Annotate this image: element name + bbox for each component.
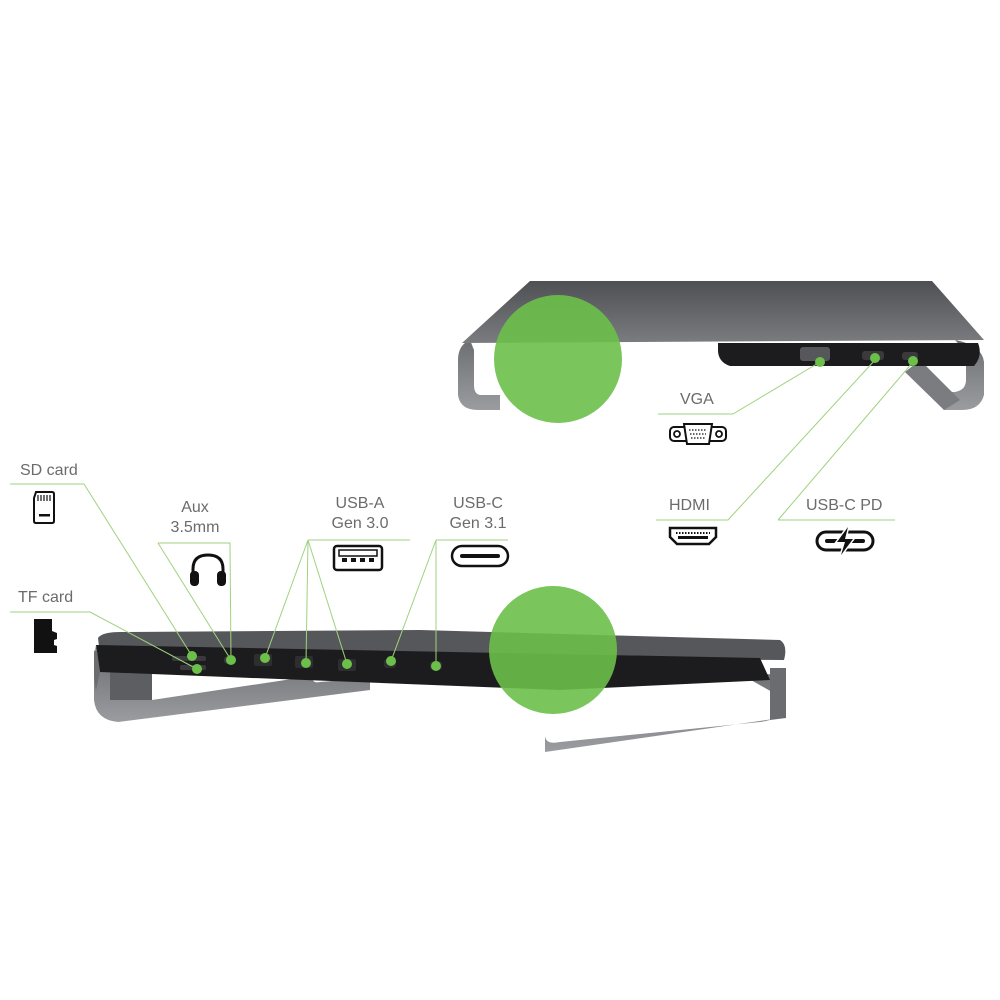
label-hdmi: HDMI [669,497,710,514]
label-usb-c-line2: Gen 3.1 [449,515,507,532]
label-usb-a-line1: USB-A [335,495,385,512]
sd-card-icon [32,490,56,524]
usb-c-power-delivery-icon [815,526,875,556]
label-usb-c-line1: USB-C [453,495,503,512]
headphones-icon [189,551,227,587]
vga-port-icon [668,421,728,447]
port-markers [187,353,918,674]
hdmi-port-icon [668,525,718,547]
usb-c-port-icon [450,544,510,568]
label-usb-c: USB-C Gen 3.1 [440,494,516,534]
label-aux-line2: 3.5mm [170,519,220,536]
label-tf-card: TF card [18,589,74,606]
highlight-circle-front [489,586,617,714]
highlight-circle-rear [494,295,622,423]
label-usb-a: USB-A Gen 3.0 [320,494,400,534]
microsd-card-icon [32,617,60,655]
front-stand [94,630,786,752]
label-vga: VGA [680,391,714,408]
leader-lines [10,359,914,670]
usb-a-port-icon [332,544,384,572]
label-sd-card: SD card [20,462,78,479]
label-usb-c-pd: USB-C PD [806,497,883,514]
label-usb-a-line2: Gen 3.0 [331,515,389,532]
label-aux-line1: Aux [181,499,209,516]
label-aux: Aux 3.5mm [170,498,220,538]
